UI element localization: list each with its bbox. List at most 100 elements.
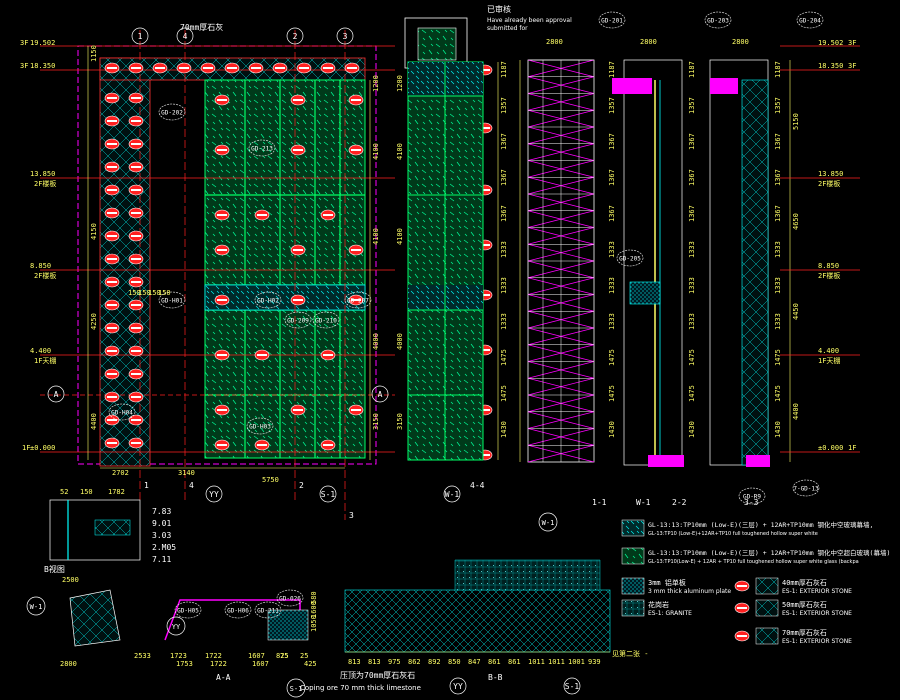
legend-label-zh: 50mm厚石灰石 (782, 600, 827, 609)
dim-w1-b: 1475 (608, 385, 616, 402)
dim-mid: 4100 (372, 143, 380, 160)
dim-b-b: 847 (468, 658, 481, 666)
grid-marker-label: 4 (183, 32, 188, 41)
dim-b-b: 1011 (528, 658, 545, 666)
stone-anchor-mark (344, 62, 360, 74)
dim-b-b: 850 (448, 658, 461, 666)
section-title-3-3: 3-3 (744, 498, 759, 507)
legend-item (621, 577, 645, 595)
stone-anchor-mark (104, 437, 120, 449)
dim-w1: 1357 (500, 97, 508, 114)
legend-label-zh: GL-13:13:TP10mm (Low-E)(三层) + 12AR+TP10m… (648, 548, 890, 557)
level-tag: 1F (848, 444, 856, 452)
stone-anchor-mark (128, 322, 144, 334)
stone-anchor-mark (104, 207, 120, 219)
dim-b-b: 861 (508, 658, 521, 666)
detail-tag: GD-201 (598, 11, 626, 29)
dim-col: 150 (128, 289, 141, 297)
text-layer: 70mm厚石灰 已审核 Have already been approval s… (20, 4, 890, 698)
dim-section-3: 1475 (774, 349, 782, 366)
level-value: 8.850 (30, 262, 51, 270)
grid-marker-label: W-1 (30, 603, 43, 611)
detail-tag-label: GD-211 (257, 608, 279, 615)
w1-truss-elevation (519, 59, 595, 463)
stone-anchor-mark (272, 62, 288, 74)
grid-marker: 2 (286, 27, 304, 45)
level-value: 4.400 (818, 347, 839, 355)
section-3-3-stone (741, 79, 769, 466)
dim-section-2: 1367 (688, 205, 696, 222)
dim-w1: 1333 (500, 313, 508, 330)
dim-b-b: 892 (428, 658, 441, 666)
detail-tag-label: GD-H02 (257, 298, 279, 305)
stone-anchor-mark (254, 349, 270, 361)
dim-bottom-row: 425 (304, 660, 317, 668)
level-value: 18.350 (30, 62, 55, 70)
level-value: 8.850 (818, 262, 839, 270)
stone-anchor-mark (128, 368, 144, 380)
stone-anchor-mark (104, 230, 120, 242)
top-note: 70mm厚石灰 (180, 22, 223, 32)
legend-label-zh: 花岗岩 (648, 600, 669, 609)
dim-section-3: 1430 (774, 421, 782, 438)
dim-mid: 3150 (372, 413, 380, 430)
grid-marker-label: 1 (144, 481, 149, 490)
dim-w1-b: 1367 (608, 133, 616, 150)
stone-anchor-mark (128, 276, 144, 288)
detail-tag: GD-204 (796, 11, 824, 29)
grid-marker: A (371, 385, 389, 403)
grid-marker-label: A (54, 390, 59, 399)
dim-bottom-row: 25 (300, 652, 308, 660)
legend-label-zh: 70mm厚石灰石 (782, 628, 827, 637)
level-tag: 3F (848, 62, 856, 70)
detail-tag-label: GD-H01 (161, 298, 183, 305)
grid-marker-label: S-1 (565, 682, 580, 691)
grid-marker-label: A (378, 390, 383, 399)
legend-texts: GL-13:13:TP10mm (Low-E)(三层) + 12AR+TP10m… (648, 520, 890, 645)
dim-left: 4250 (90, 313, 98, 330)
stone-anchor-mark (290, 294, 306, 306)
detail-tag-label: GD-213 (251, 146, 273, 153)
stone-anchor-mark (290, 244, 306, 256)
dim-4-4: 4100 (396, 143, 404, 160)
grid-marker-label: S-1 (290, 685, 303, 693)
stone-anchor-mark (104, 253, 120, 265)
dim-bottom-row: 2533 (134, 652, 151, 660)
level-value: 4.400 (30, 347, 51, 355)
dim-s1: 580 (310, 591, 318, 604)
dim-w1: 1475 (500, 385, 508, 402)
stone-anchor-mark (104, 62, 120, 74)
dim-mid: 1200 (372, 75, 380, 92)
dim-4-4: 4000 (396, 333, 404, 350)
dim-section-2: 1333 (688, 241, 696, 258)
stone-anchor-mark (254, 439, 270, 451)
dim-mid: 4100 (372, 228, 380, 245)
level-labels-right: 19.502 18.350 13.850 2F楼板 8.850 2F楼板 4.4… (818, 39, 856, 452)
dim-bottom: 5750 (262, 476, 279, 484)
dim-section-3: 1367 (774, 169, 782, 186)
w1-plan-shape (69, 589, 121, 647)
grid-marker-label: 3 (343, 32, 348, 41)
dim-s1: 1050 (310, 615, 318, 632)
detail-tag-label: GD-026 (279, 596, 301, 603)
spandrel-band (204, 284, 366, 311)
coping-note-en: Coping ore 70 mm thick limestone (300, 684, 421, 692)
dim-left: 4400 (90, 413, 98, 430)
dim-bottom: 3140 (178, 469, 195, 477)
level-value: ±0.000 (818, 444, 843, 452)
legend-stone-mark (734, 630, 750, 642)
dim-section-2: 1367 (688, 133, 696, 150)
approval-note-en2: submitted for (487, 25, 528, 32)
dim-b-b: 1011 (548, 658, 565, 666)
detail-tag: GD-210 (312, 311, 340, 329)
grid-marker-bottom: 2 (299, 481, 304, 490)
dim-b-b: 939 (588, 658, 601, 666)
stone-anchor-mark (104, 161, 120, 173)
detail-tag-label: 7-GD-13 (793, 486, 819, 493)
detail-tag: GD-211 (254, 601, 282, 619)
dim-section-top: 2800 (640, 38, 657, 46)
dim-bottom-row: 2800 (60, 660, 77, 668)
